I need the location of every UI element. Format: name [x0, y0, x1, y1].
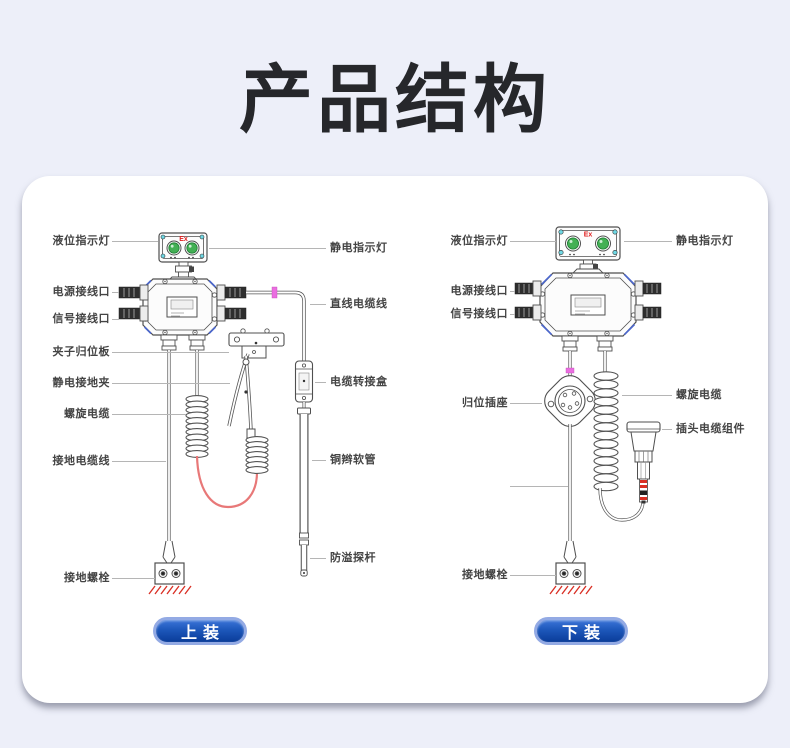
clamp-return-plate — [228, 328, 285, 359]
leader-line — [510, 403, 542, 404]
power-signal-ports-left — [118, 284, 149, 322]
top-mounted-button[interactable]: 上装 — [153, 617, 247, 645]
static-grounding-clamp — [227, 353, 256, 439]
label-grounding-bolt: 接地螺栓 — [64, 572, 110, 584]
leader-line — [624, 241, 672, 242]
leader-line — [510, 314, 515, 315]
straight-cable — [246, 286, 306, 361]
label-straight-cable: 直线电缆线 — [330, 298, 388, 310]
power-signal-ports-left — [514, 280, 542, 321]
label-return-socket: 归位插座 — [462, 397, 508, 409]
junction-box — [539, 272, 637, 337]
label-signal-port: 信号接线口 — [52, 313, 110, 325]
red-ground-cable — [195, 455, 259, 509]
ground-hatch — [549, 585, 593, 595]
leader-line — [622, 395, 672, 396]
label-grounding-cable: 接地电缆线 — [52, 455, 110, 467]
plug-cable-assembly — [626, 421, 661, 504]
label-grounding-bolt: 接地螺栓 — [462, 569, 508, 581]
clamp-spiral-coil — [245, 436, 269, 474]
label-power-port: 电源接线口 — [450, 285, 508, 297]
ex-marking: Ex — [584, 232, 593, 239]
label-spiral-cable: 螺旋电缆 — [676, 389, 722, 401]
copper-braid-hose — [297, 402, 311, 546]
indicator-light-box: Ex — [555, 226, 621, 261]
grounding-cable-assembly — [549, 424, 593, 595]
label-liquid-level-indicator-light: 液位指示灯 — [450, 235, 508, 247]
mounting-neck — [571, 259, 605, 274]
leader-line — [112, 352, 229, 353]
leader-line — [112, 578, 155, 579]
leader-line — [112, 292, 119, 293]
corner-bolts — [558, 229, 618, 256]
label-overflow-probe: 防溢探杆 — [330, 552, 376, 564]
label-spiral-cable: 螺旋电缆 — [64, 408, 110, 420]
label-static-grounding-clamp: 静电接地夹 — [52, 377, 110, 389]
leader-line — [310, 558, 326, 559]
leader-line — [510, 241, 556, 242]
plug-red-stripes — [640, 480, 647, 500]
bottom-mounted-diagram: Ex — [514, 226, 662, 595]
label-signal-port: 信号接线口 — [450, 308, 508, 320]
top-mounted-diagram: Ex — [118, 232, 314, 595]
leader-line — [209, 248, 326, 249]
leader-line — [112, 319, 119, 320]
corner-accents — [540, 273, 636, 336]
ports-right — [634, 280, 662, 321]
cable-band-magenta — [565, 367, 575, 374]
mounting-neck — [166, 261, 200, 282]
leader-line — [112, 414, 186, 415]
page-title: 产品结构 — [239, 58, 551, 141]
return-socket — [544, 351, 596, 427]
spiral-cable-coil — [593, 351, 619, 492]
overflow-probe — [300, 545, 308, 577]
coil-to-plug-cable — [598, 487, 645, 522]
leader-line — [315, 382, 326, 383]
bottom-mounted-button[interactable]: 下装 — [534, 617, 628, 645]
leader-line — [510, 291, 515, 292]
label-copper-braid-hose: 铜辫软管 — [330, 454, 376, 466]
cable-junction-box — [294, 360, 314, 403]
grounding-cable-assembly — [148, 350, 192, 595]
cable-glands — [160, 334, 206, 351]
label-plug-cable-assembly: 插头电缆组件 — [676, 423, 745, 435]
ports-right — [216, 284, 247, 322]
label-clamp-return-plate: 夹子归位板 — [52, 346, 110, 358]
label-cable-junction-box: 电缆转接盒 — [330, 376, 388, 388]
label-liquid-level-indicator-light: 液位指示灯 — [52, 235, 110, 247]
label-static-indicator-light: 静电指示灯 — [676, 235, 734, 247]
leader-line — [662, 429, 672, 430]
leader-line — [310, 304, 326, 305]
junction-box — [142, 278, 218, 336]
ground-hatch — [148, 585, 192, 595]
leader-line — [312, 460, 326, 461]
cable-band-magenta — [271, 286, 278, 299]
leader-line — [112, 383, 230, 384]
indicator-light-box: Ex — [158, 232, 208, 263]
ex-marking: Ex — [179, 236, 188, 243]
cable-glands — [561, 335, 614, 352]
leader-line — [510, 486, 568, 487]
spiral-cable-coil — [185, 350, 209, 458]
label-static-indicator-light: 静电指示灯 — [330, 242, 388, 254]
corner-bolts — [160, 234, 205, 259]
label-power-port: 电源接线口 — [52, 286, 110, 298]
leader-line — [112, 461, 166, 462]
leader-line — [112, 241, 158, 242]
leader-line — [510, 575, 556, 576]
